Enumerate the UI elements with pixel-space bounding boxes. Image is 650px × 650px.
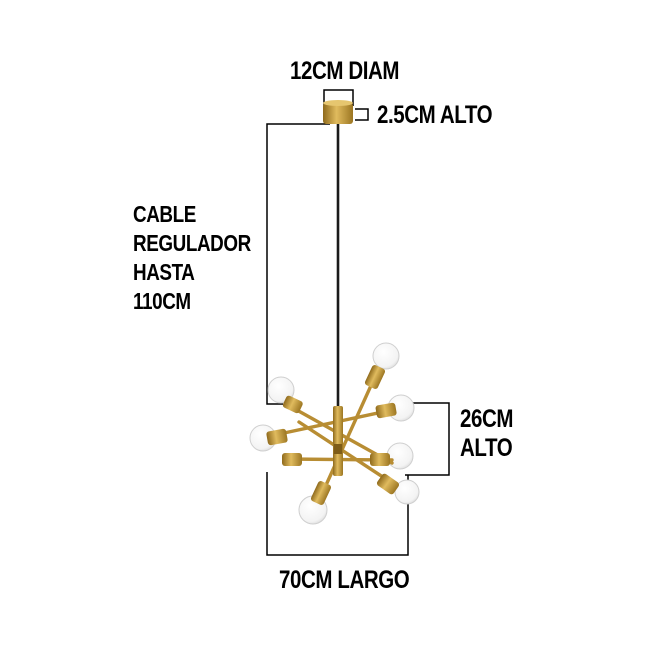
cable-length-bracket: [266, 123, 330, 405]
cable-label-line-1: CABLE: [133, 201, 196, 227]
fixture-height-label: 26CM ALTO: [460, 405, 513, 463]
cable-label-line-2: REGULADOR: [133, 230, 251, 256]
width-bracket: [266, 472, 409, 556]
width-label: 70CM LARGO: [279, 566, 410, 594]
bulb-sockets: [266, 365, 400, 505]
fixture-height-bracket: [405, 402, 450, 476]
diameter-bracket: [323, 89, 354, 106]
central-stem: [333, 406, 343, 476]
chandelier-arms: [268, 368, 397, 496]
canopy-height-label: 2.5CM ALTO: [377, 101, 493, 129]
ceiling-canopy: [323, 100, 353, 124]
diameter-label: 12CM DIAM: [290, 57, 400, 85]
cable-label-line-4: 110CM: [133, 288, 191, 314]
cable-label-line-3: HASTA: [133, 259, 195, 285]
fixture-height-line-2: ALTO: [460, 434, 513, 462]
cable-length-label: CABLE REGULADOR HASTA 110CM: [133, 200, 251, 316]
fixture-height-line-1: 26CM: [460, 405, 514, 433]
dimension-lines: [266, 89, 450, 556]
canopy-height-bracket: [355, 108, 369, 121]
